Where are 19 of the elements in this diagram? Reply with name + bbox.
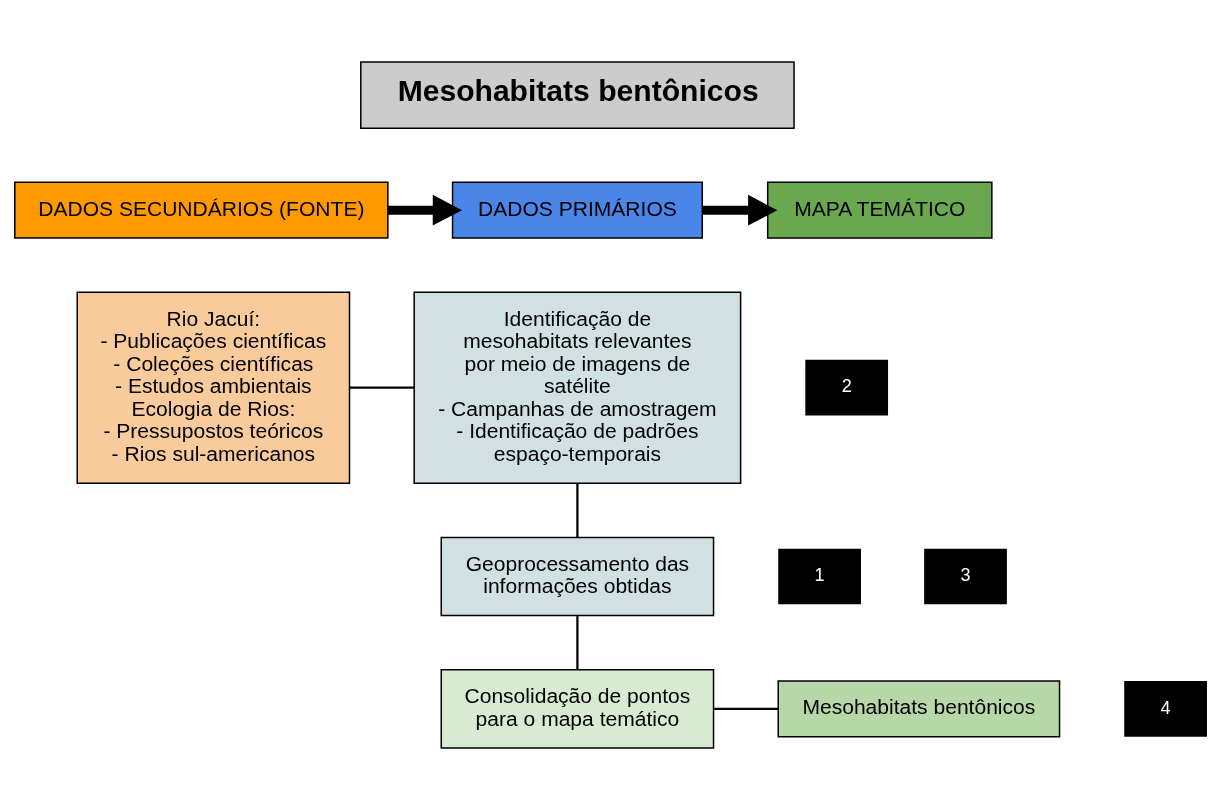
node-box: Consolidação de pontos para o mapa temático [440, 669, 715, 749]
connector [349, 386, 414, 389]
node-box: Identificação de mesohabitats relevantes por meio de imagens de satélite - Campanhas de amostragem - Identificação de padrões espaço-temporais [413, 291, 742, 484]
node-box: Mesohabitats bentônicos [777, 680, 1061, 738]
node-box: Rio Jacuí: - Publicações científicas - Coleções científicas - Estudos ambientais Ecologia de Rios: - Pressupostos teóricos - Rios sul-americanos [76, 291, 351, 484]
node-box: 4 [1124, 681, 1207, 737]
node-box: MAPA TEMÁTICO [766, 181, 993, 239]
node-box: 3 [924, 548, 1007, 605]
arrow [387, 194, 463, 226]
node-box: 1 [778, 548, 861, 605]
arrow [702, 194, 778, 226]
connector [576, 616, 579, 670]
node-box: Geoprocessamento das informações obtidas [440, 536, 715, 617]
node-box: Mesohabitats bentônicos [360, 61, 795, 129]
node-box: 2 [805, 359, 889, 416]
connector [576, 483, 579, 538]
node-box: DADOS SECUNDÁRIOS (FONTE) [14, 181, 389, 239]
connector [714, 707, 779, 710]
node-box: DADOS PRIMÁRIOS [451, 181, 703, 239]
